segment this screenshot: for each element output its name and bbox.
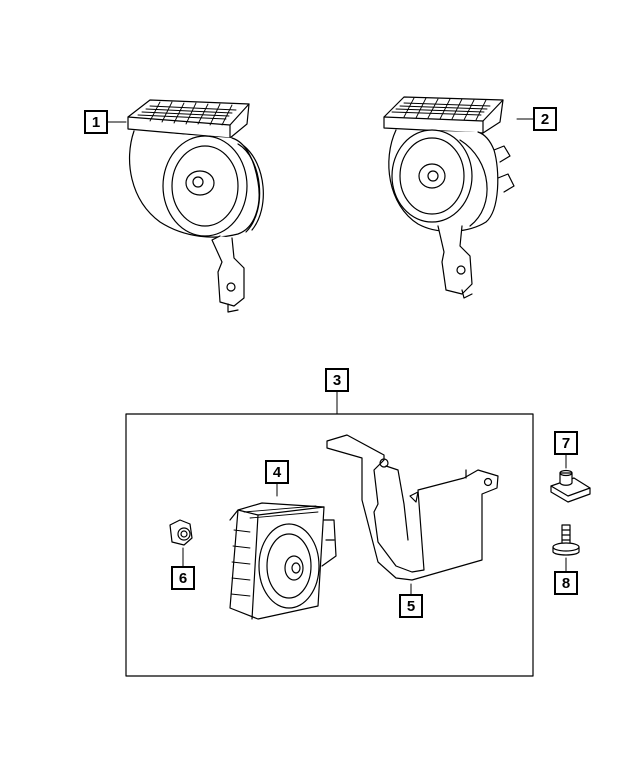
- horn-2-drawing: [383, 96, 515, 299]
- callout-5[interactable]: 5: [399, 594, 423, 618]
- leader-lines: [107, 118, 567, 595]
- u-nut-drawing: [550, 469, 591, 503]
- callout-8[interactable]: 8: [554, 571, 578, 595]
- callout-7[interactable]: 7: [554, 431, 578, 455]
- bolt-drawing: [552, 524, 580, 556]
- callout-2[interactable]: 2: [533, 107, 557, 131]
- bracket-drawing: [326, 434, 499, 581]
- assembly-frame: [125, 413, 534, 677]
- callout-1[interactable]: 1: [84, 110, 108, 134]
- callout-3[interactable]: 3: [325, 368, 349, 392]
- callout-6[interactable]: 6: [171, 566, 195, 590]
- nut-drawing: [169, 519, 193, 546]
- siren-drawing: [229, 502, 337, 620]
- callout-4[interactable]: 4: [265, 460, 289, 484]
- horn-1-drawing: [127, 99, 264, 313]
